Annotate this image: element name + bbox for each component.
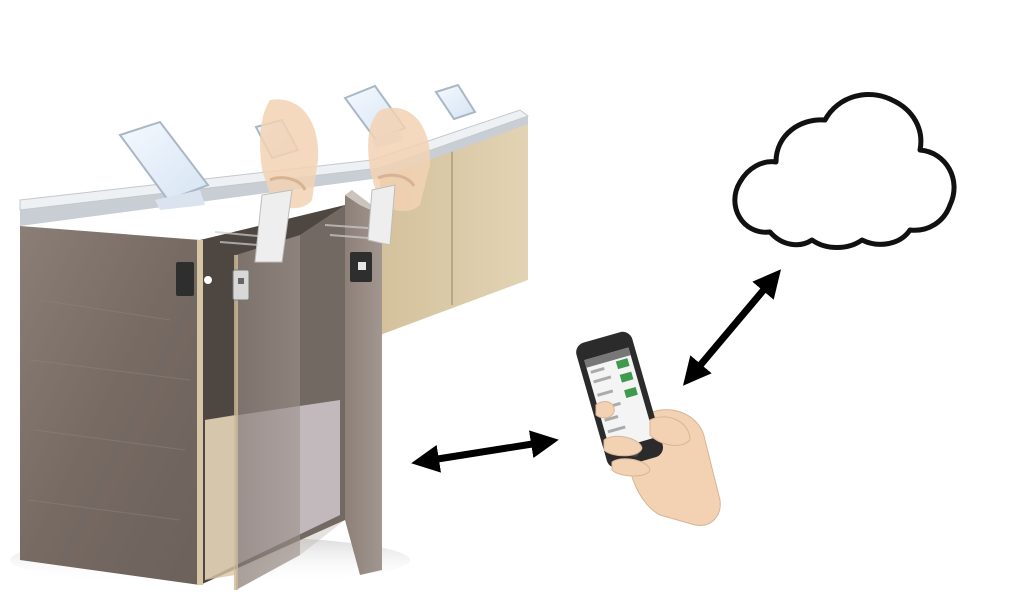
double-arrow-cabinet-phone [411,430,559,473]
locker-cabinet-icon [10,83,530,590]
tablet-icon [118,120,210,210]
tablet-icon [434,83,477,121]
hand-with-card-icon [367,107,431,246]
lock-icon [350,252,372,282]
double-arrow-phone-cloud [682,269,782,386]
cloud-icon [732,91,957,250]
hand-with-card-icon [254,99,319,263]
smartphone-in-hand-icon [576,331,721,526]
lock-icon [176,262,250,301]
motion-lines [214,224,369,246]
